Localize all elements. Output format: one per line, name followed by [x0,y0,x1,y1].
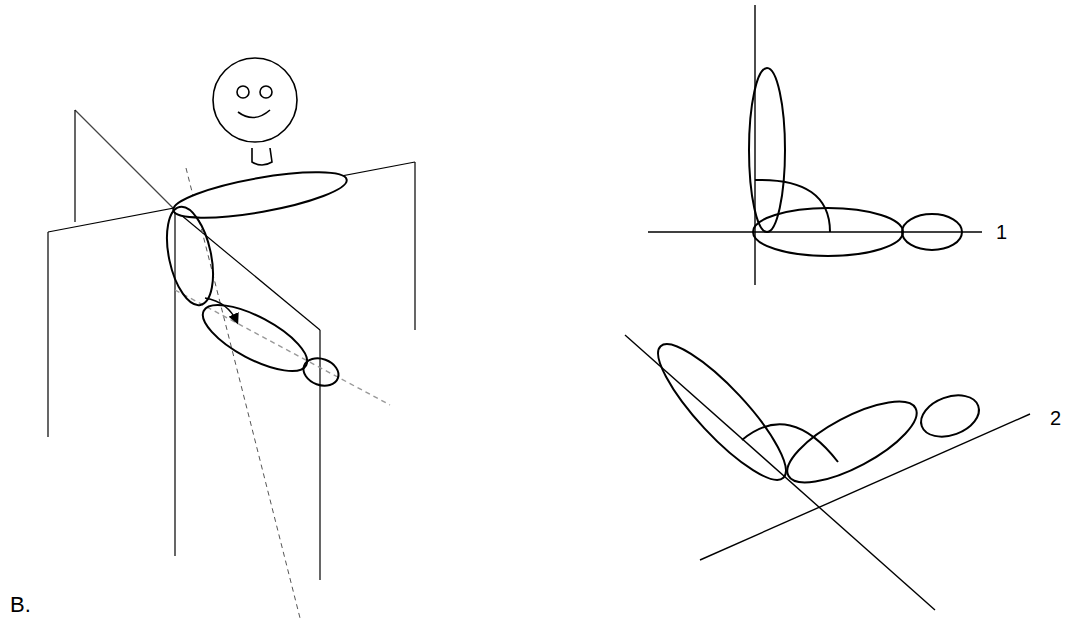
callout-number: 2 [1050,408,1061,428]
callout-number: 1 [996,222,1007,242]
panel-letter: B. [10,594,31,616]
